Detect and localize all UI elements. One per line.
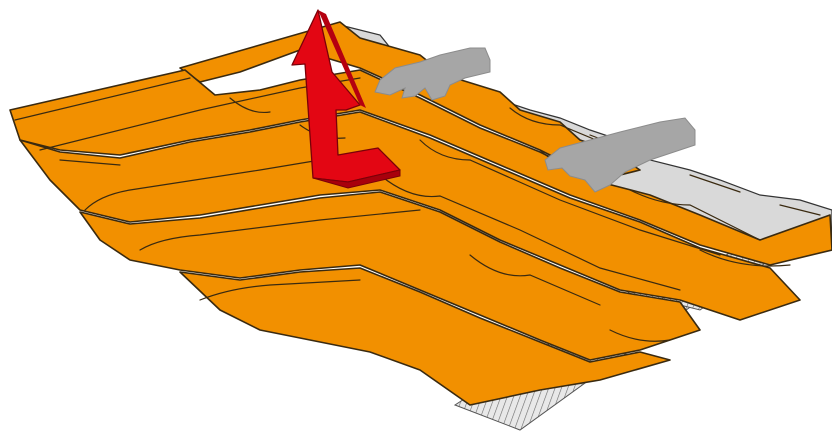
roof-tile-lift-diagram — [0, 0, 832, 434]
